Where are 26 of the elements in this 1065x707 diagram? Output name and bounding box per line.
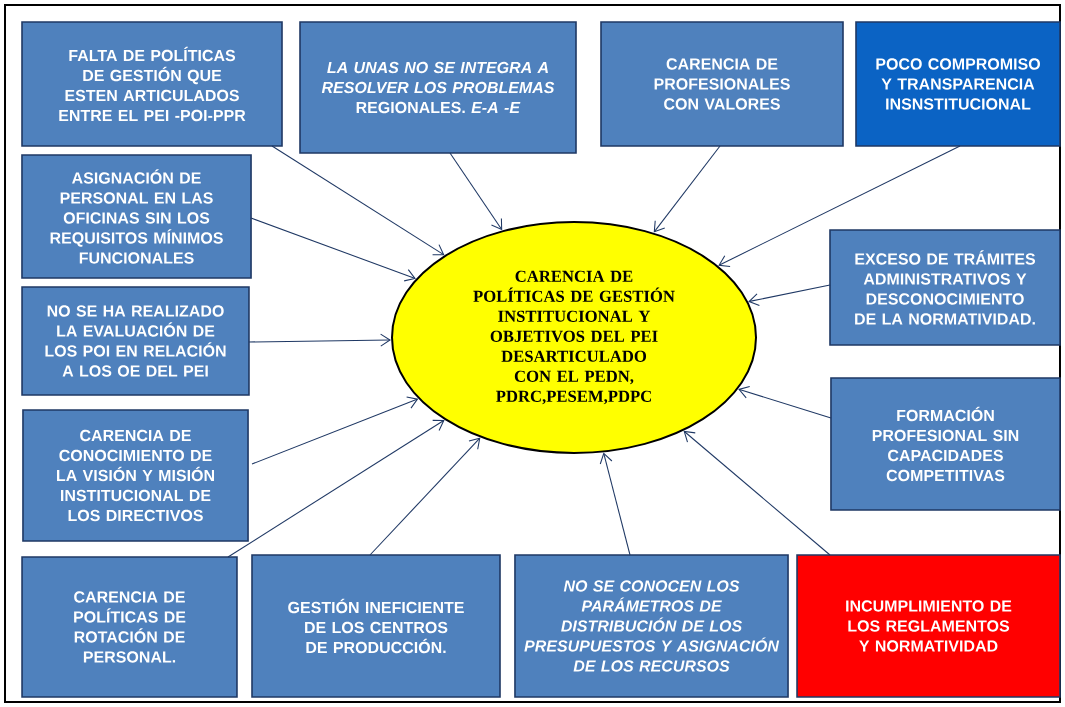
cause-box: NO SE HA REALIZADO LA EVALUACIÓN DE LOS POI EN RELACIÓN A LOS OE DEL PEI xyxy=(21,286,250,396)
cause-box: CARENCIA DE CONOCIMIENTO DE LA VISIÓN Y MISIÓN INSTITUCIONAL DE LOS DIRECTIVOS xyxy=(22,409,249,542)
arrow xyxy=(748,293,760,307)
arrow xyxy=(432,419,445,431)
arrow xyxy=(599,452,613,465)
arrow xyxy=(380,333,391,347)
arrow xyxy=(653,220,666,233)
cause-box: CARENCIA DE POLÍTICAS DE ROTACIÓN DE PERSONAL. xyxy=(21,556,238,698)
cause-box: EXCESO DE TRÁMITES ADMINISTRATIVOS Y DESCONOCIMIENTO DE LA NORMATIVIDAD. xyxy=(829,229,1061,346)
arrow xyxy=(738,385,751,399)
arrow xyxy=(406,396,419,409)
cause-box: NO SE CONOCEN LOS PARÁMETROS DE DISTRIBUCIÓN DE LOS PRESUPUESTOS Y ASIGNACIÓN DE LOS RECURSOS xyxy=(514,554,789,698)
arrow xyxy=(403,269,416,282)
arrow xyxy=(718,255,731,268)
arrow xyxy=(432,244,445,256)
arrow xyxy=(468,437,481,450)
arrow xyxy=(683,430,696,443)
cause-box: INCUMPLIMIENTO DE LOS REGLAMENTOS Y NORMATIVIDAD xyxy=(796,554,1061,698)
cause-box: CARENCIA DE PROFESIONALES CON VALORES xyxy=(600,21,844,147)
cause-box: ASIGNACIÓN DE PERSONAL EN LAS OFICINAS SIN LOS REQUISITOS MÍNIMOS FUNCIONALES xyxy=(21,154,252,279)
cause-box: FALTA DE POLÍTICAS DE GESTIÓN QUE ESTEN ARTICULADOS ENTRE EL PEI -POI-PPR xyxy=(21,21,283,147)
arrow xyxy=(490,217,503,231)
cause-box: FORMACIÓN PROFESIONAL SIN CAPACIDADES COMPETITIVAS xyxy=(830,377,1061,511)
cause-box: POCO COMPROMISO Y TRANSPARENCIA INSNSTITUCIONAL xyxy=(855,21,1061,147)
cause-box: GESTIÓN INEFICIENTE DE LOS CENTROS DE PRODUCCIÓN. xyxy=(251,554,501,698)
cause-box: LA UNAS NO SE INTEGRA A RESOLVER LOS PROBLEMAS REGIONALES. E-A -E xyxy=(299,21,577,154)
